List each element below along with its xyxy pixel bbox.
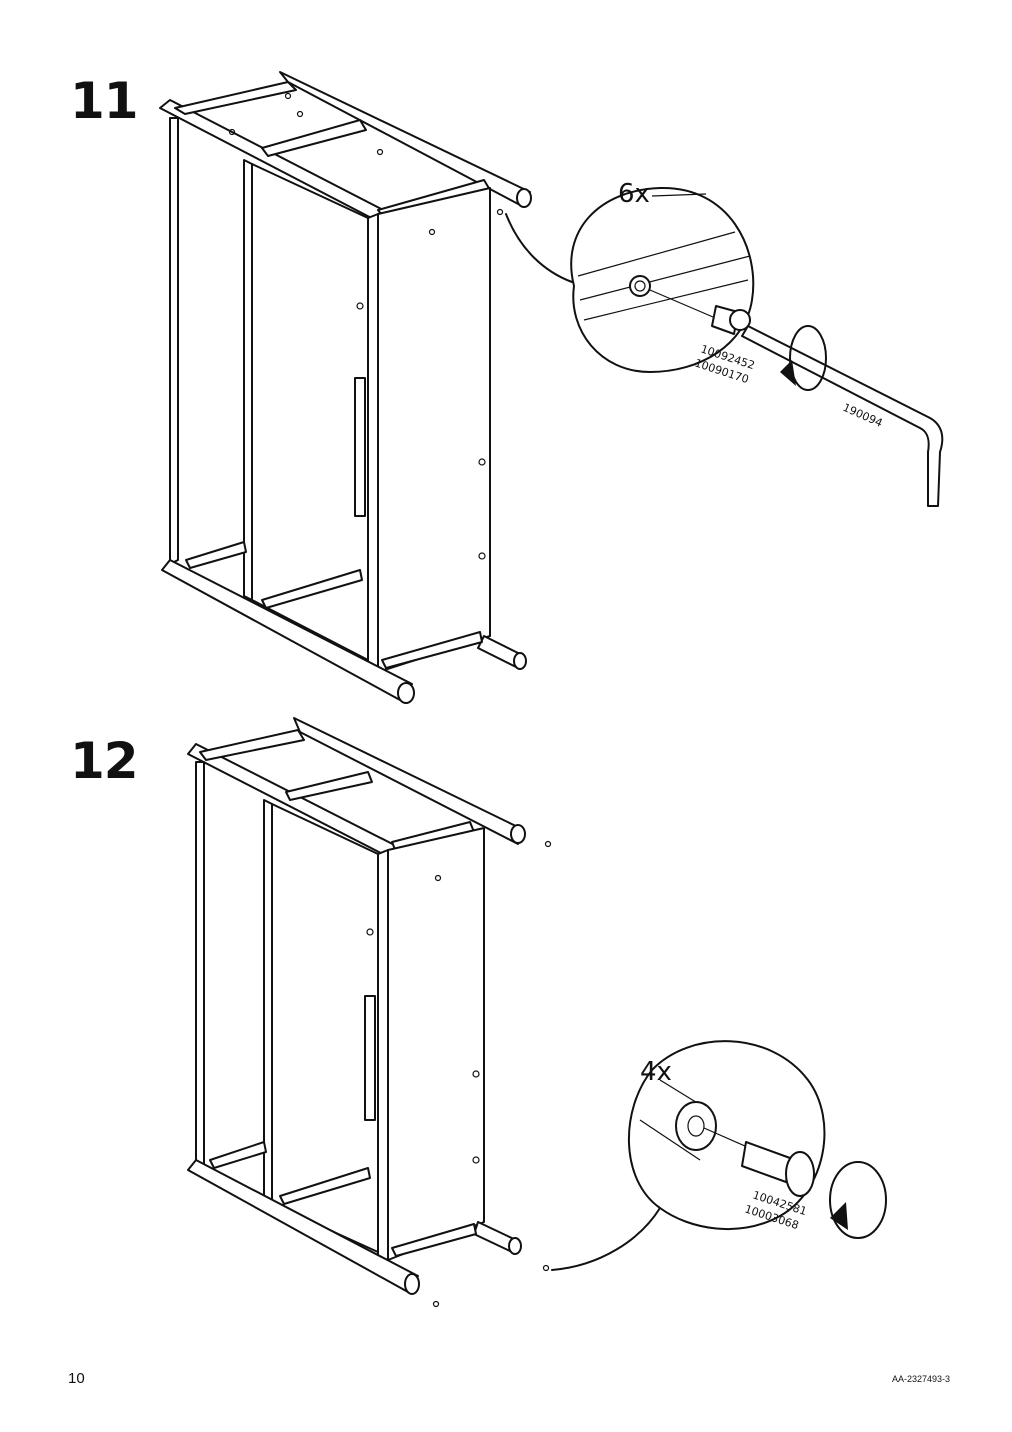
step-11-number: 11 (70, 72, 139, 130)
frame-step-12 (187, 717, 552, 1308)
callout-step-12: 4x 10042581 10003068 (551, 1040, 887, 1271)
document-code: AA-2327493-3 (891, 1374, 950, 1384)
callout-step-11: 6x 10092452 10090170 190094 (505, 179, 944, 507)
page-number: 10 (68, 1370, 85, 1387)
step-11-quantity: 6x (618, 179, 650, 209)
step-11-illustration: 6x 10092452 10090170 190094 (159, 71, 944, 704)
step-12-quantity: 4x (640, 1057, 672, 1087)
step-12-number: 12 (70, 732, 139, 790)
step-12-part-number-1: 10042581 (751, 1188, 808, 1218)
step-12-part-number-2: 10003068 (743, 1202, 800, 1232)
frame-step-11 (159, 71, 532, 704)
